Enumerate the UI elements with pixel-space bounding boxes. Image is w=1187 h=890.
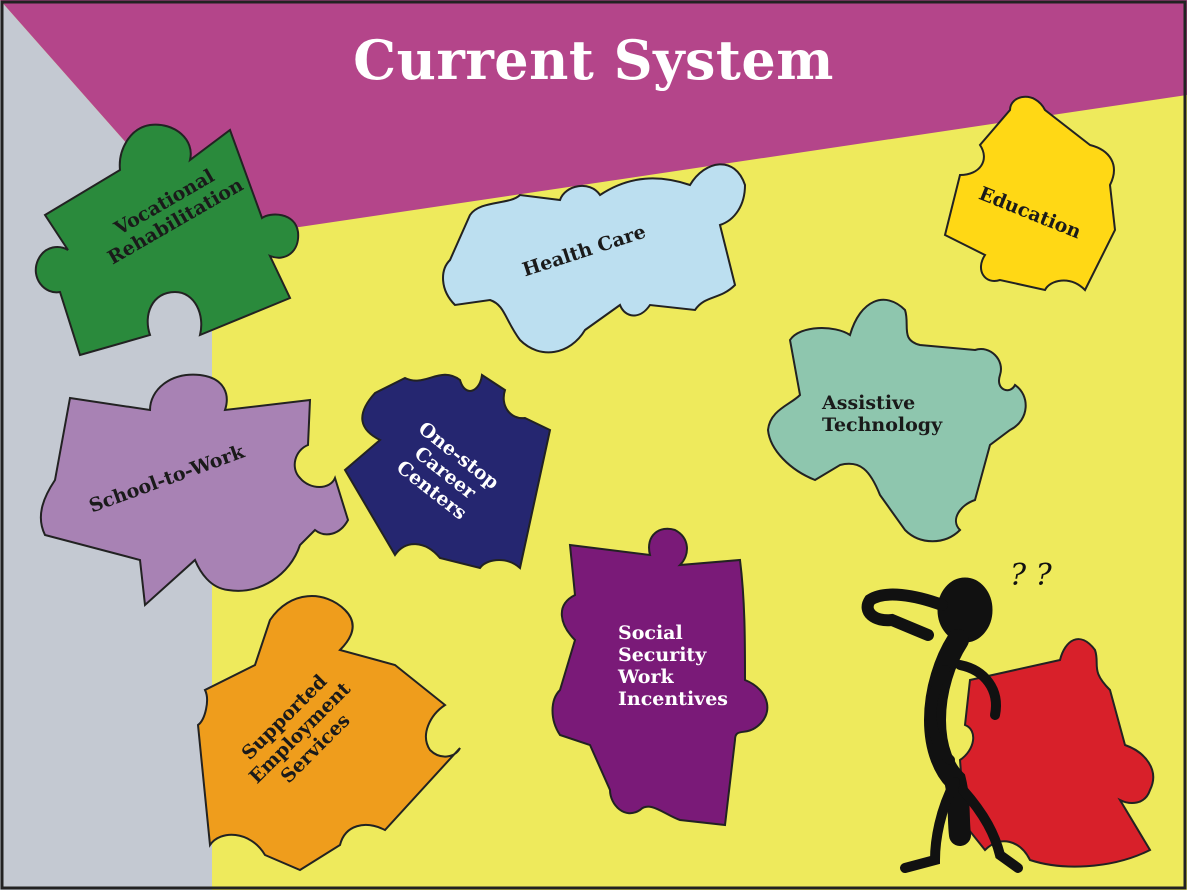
thinking-figure-icon (861, 577, 1023, 873)
label-assistive-technology: Assistive Technology (822, 392, 943, 436)
piece-education (943, 95, 1117, 292)
label-social-security: Social Security Work Incentives (618, 622, 728, 710)
piece-one-stop (343, 373, 552, 570)
piece-school-to-work (39, 373, 350, 608)
page-title: Current System (353, 28, 834, 92)
piece-social-security (551, 527, 769, 827)
piece-vocational-rehabilitation (34, 123, 300, 357)
piece-health-care (442, 163, 747, 354)
piece-assistive-technology (766, 298, 1027, 543)
piece-red (958, 638, 1155, 868)
question-marks-icon: ? ? (1010, 558, 1053, 593)
title-banner (0, 0, 1187, 240)
piece-supported-employment (196, 595, 461, 872)
